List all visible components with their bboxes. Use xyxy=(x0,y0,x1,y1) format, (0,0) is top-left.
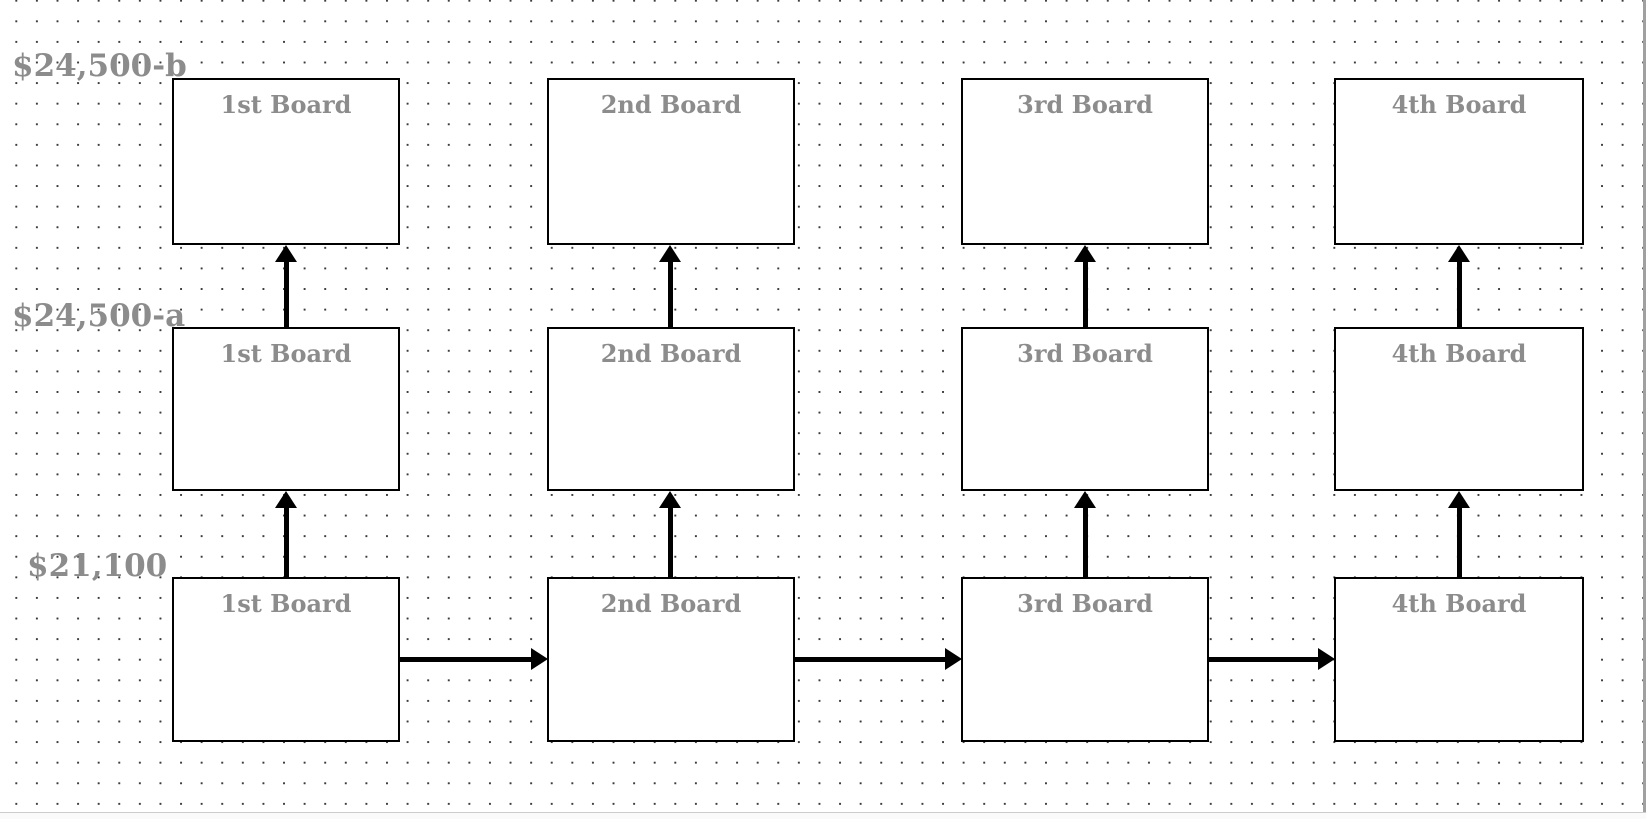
arrow-up-col3-bottom-to-mid[interactable] xyxy=(1074,491,1096,579)
arrow-stem xyxy=(1208,656,1319,662)
node-title: 3rd Board xyxy=(1017,339,1153,368)
arrowhead-up-icon xyxy=(1448,491,1470,508)
node-title: 3rd Board xyxy=(1017,589,1153,618)
node-4th-board-bottom[interactable]: 4th Board xyxy=(1334,577,1584,742)
arrow-stem xyxy=(399,656,532,662)
lane-label-middle[interactable]: $24,500-a xyxy=(12,298,186,334)
node-1st-board-bottom[interactable]: 1st Board xyxy=(172,577,400,742)
arrowhead-right-icon xyxy=(1318,648,1335,670)
node-3rd-board-bottom[interactable]: 3rd Board xyxy=(961,577,1209,742)
lane-label-bottom[interactable]: $21,100 xyxy=(27,548,168,584)
node-title: 2nd Board xyxy=(600,589,742,618)
node-2nd-board-middle[interactable]: 2nd Board xyxy=(547,327,795,491)
arrow-stem xyxy=(1082,507,1088,579)
horizontal-scrollbar-track[interactable] xyxy=(0,812,1646,819)
node-title: 4th Board xyxy=(1391,90,1527,119)
arrow-up-col1-mid-to-top[interactable] xyxy=(275,245,297,329)
arrowhead-up-icon xyxy=(275,491,297,508)
arrow-stem xyxy=(283,507,289,579)
arrow-up-col2-mid-to-top[interactable] xyxy=(659,245,681,329)
node-title: 4th Board xyxy=(1391,339,1527,368)
arrow-stem xyxy=(794,656,946,662)
arrowhead-up-icon xyxy=(1074,245,1096,262)
node-2nd-board-bottom[interactable]: 2nd Board xyxy=(547,577,795,742)
node-3rd-board-middle[interactable]: 3rd Board xyxy=(961,327,1209,491)
arrow-stem xyxy=(1456,507,1462,579)
arrow-stem xyxy=(667,507,673,579)
arrow-up-col1-bottom-to-mid[interactable] xyxy=(275,491,297,579)
arrow-up-col4-mid-to-top[interactable] xyxy=(1448,245,1470,329)
node-3rd-board-top[interactable]: 3rd Board xyxy=(961,78,1209,245)
node-title: 3rd Board xyxy=(1017,90,1153,119)
node-title: 1st Board xyxy=(220,90,352,119)
lane-label-top[interactable]: $24,500-b xyxy=(12,48,187,84)
arrow-right-box3-to-box4[interactable] xyxy=(1208,648,1335,670)
arrowhead-up-icon xyxy=(275,245,297,262)
arrow-stem xyxy=(1082,261,1088,329)
node-2nd-board-top[interactable]: 2nd Board xyxy=(547,78,795,245)
arrowhead-up-icon xyxy=(1074,491,1096,508)
arrow-stem xyxy=(283,261,289,329)
node-4th-board-middle[interactable]: 4th Board xyxy=(1334,327,1584,491)
arrow-right-box1-to-box2[interactable] xyxy=(399,648,548,670)
arrow-stem xyxy=(1456,261,1462,329)
node-4th-board-top[interactable]: 4th Board xyxy=(1334,78,1584,245)
node-title: 2nd Board xyxy=(600,90,742,119)
vertical-scrollbar[interactable] xyxy=(1643,0,1646,819)
arrowhead-up-icon xyxy=(659,245,681,262)
node-title: 1st Board xyxy=(220,339,352,368)
node-1st-board-top[interactable]: 1st Board xyxy=(172,78,400,245)
arrowhead-right-icon xyxy=(945,648,962,670)
arrow-up-col3-mid-to-top[interactable] xyxy=(1074,245,1096,329)
node-1st-board-middle[interactable]: 1st Board xyxy=(172,327,400,491)
arrow-stem xyxy=(667,261,673,329)
arrowhead-right-icon xyxy=(531,648,548,670)
arrowhead-up-icon xyxy=(659,491,681,508)
arrow-up-col2-bottom-to-mid[interactable] xyxy=(659,491,681,579)
node-title: 2nd Board xyxy=(600,339,742,368)
arrow-right-box2-to-box3[interactable] xyxy=(794,648,962,670)
node-title: 1st Board xyxy=(220,589,352,618)
node-title: 4th Board xyxy=(1391,589,1527,618)
arrow-up-col4-bottom-to-mid[interactable] xyxy=(1448,491,1470,579)
arrowhead-up-icon xyxy=(1448,245,1470,262)
